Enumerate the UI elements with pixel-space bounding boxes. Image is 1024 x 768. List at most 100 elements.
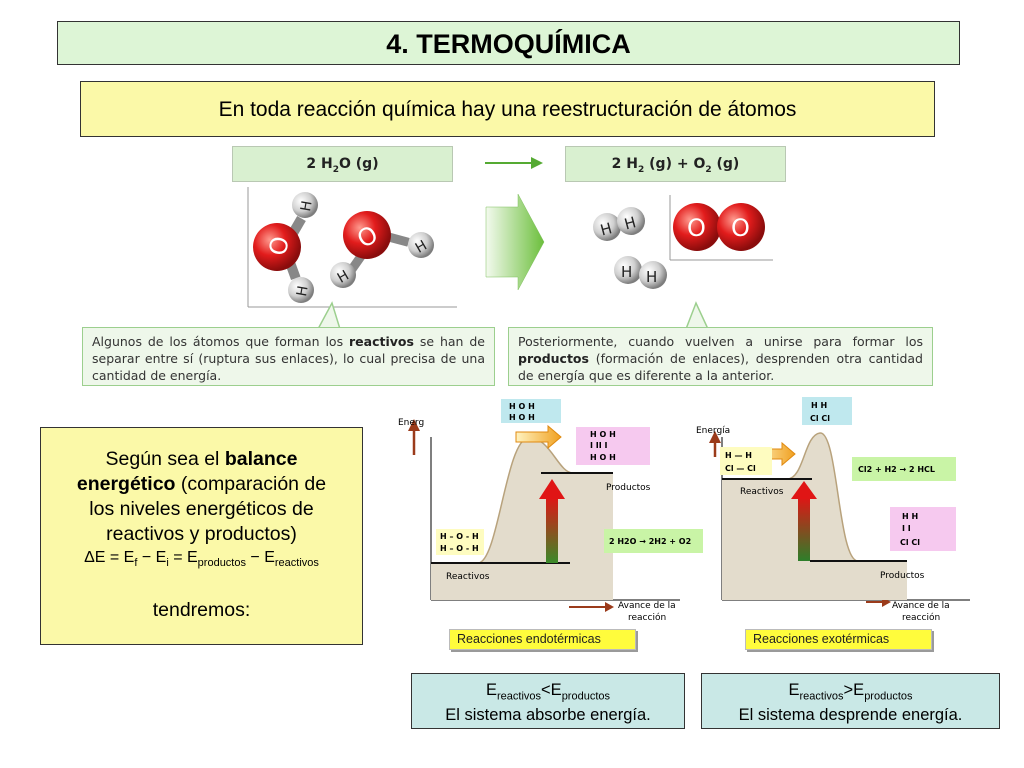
- oxygen-atom: [673, 203, 721, 251]
- intro-text: En toda reacción química hay una reestru…: [218, 98, 797, 121]
- callout-bold-text: reactivos: [349, 334, 414, 349]
- oxygen-atom: [253, 223, 301, 271]
- energy-balance-box: Según sea el balance energético (compara…: [40, 427, 363, 645]
- balance-bold-text: balance: [224, 448, 298, 470]
- summary-text: El sistema desprende energía.: [738, 706, 963, 725]
- eq-part: = E: [168, 549, 198, 566]
- page-title: 4. TERMOQUÍMICA: [386, 29, 631, 59]
- title-box: 4. TERMOQUÍMICA: [57, 21, 960, 65]
- endo-reactants-label: Reactivos: [446, 572, 490, 582]
- exo-product-formula: I I: [902, 524, 911, 533]
- summary-eq-sub: reactivos: [497, 690, 542, 703]
- summary-eq-part: E: [550, 681, 562, 699]
- balance-text: Según sea el: [105, 448, 225, 470]
- summary-text: El sistema absorbe energía.: [445, 706, 651, 725]
- products-formula-part: 2 H: [611, 156, 639, 172]
- callout-text: (formación de enlaces), desprenden otra …: [518, 351, 923, 383]
- reactants-formula-part: O (g): [339, 156, 379, 172]
- balance-line: reactivos y productos): [106, 523, 297, 545]
- hydrogen-atom: [614, 256, 642, 284]
- hydrogen-atom: [617, 207, 645, 235]
- hydrogen-atom: [330, 262, 356, 288]
- oxygen-label: O: [264, 234, 295, 257]
- hydrogen-label: H: [646, 268, 657, 286]
- exothermic-banner: Reacciones exotérmicas: [745, 629, 932, 650]
- endothermic-banner: Reacciones endotérmicas: [449, 629, 636, 650]
- oxygen-atom: [343, 211, 391, 259]
- callout-text: Posteriormente, cuando vuelven a unirse …: [518, 334, 923, 349]
- hydrogen-atom: [292, 192, 318, 218]
- eq-sub: i: [166, 557, 169, 570]
- oxygen-label: O: [687, 214, 706, 242]
- endo-x-axis-label-part: Avance de la: [618, 601, 676, 611]
- hydrogen-label: H: [621, 263, 632, 281]
- eq-sub: f: [134, 557, 138, 570]
- summary-eq-part: <: [541, 681, 551, 699]
- balance-bold-text: energético: [76, 473, 176, 495]
- hydrogen-atom: [593, 213, 621, 241]
- balance-line: los niveles energéticos de: [89, 498, 314, 520]
- endothermic-diagram: H O H H O H H O H I II I H O H H – O - H…: [398, 399, 703, 623]
- delta-e-equation: ΔE = Ef − Ei = Eproductos − Ereactivos: [41, 547, 362, 574]
- balance-text: (comparación de: [175, 473, 327, 495]
- products-formula-box: 2 H2 (g) + O2 (g): [565, 146, 786, 182]
- exo-equation: Cl2 + H2 → 2 HCL: [858, 465, 935, 474]
- endo-y-axis-label: Energ: [398, 418, 424, 428]
- eq-sub: reactivos: [274, 557, 319, 570]
- endo-reactant-formula: H – O - H: [440, 544, 479, 553]
- endo-products-label: Productos: [606, 483, 651, 493]
- hydrogen-atom: [639, 261, 667, 289]
- endo-product-formula: H O H: [590, 430, 616, 439]
- callout-pointer-left: [316, 301, 342, 330]
- endo-product-formula: H O H: [590, 453, 616, 462]
- summary-eq-part: E: [788, 681, 800, 699]
- eq-sub: productos: [197, 557, 246, 570]
- summary-eq-part: E: [485, 681, 497, 699]
- endo-top-formula: H O H: [509, 413, 535, 422]
- exo-reactants-label: Reactivos: [740, 487, 784, 497]
- hydrogen-label: H: [622, 213, 638, 233]
- hydrogen-atom: [408, 232, 434, 258]
- products-formula-part: (g): [711, 156, 740, 172]
- exo-x-axis-label-part: reacción: [902, 612, 940, 623]
- products-formula-sub: 2: [705, 164, 712, 175]
- reactants-formula-box: 2 H2O (g): [232, 146, 453, 182]
- exo-y-axis-label: Energía: [696, 426, 730, 436]
- summary-eq-part: >: [843, 681, 854, 699]
- exo-products-label: Productos: [880, 571, 925, 581]
- callout-reactants: Algunos de los átomos que forman los rea…: [82, 327, 495, 386]
- eq-part: − E: [245, 549, 275, 566]
- reactants-formula-part: 2 H: [306, 156, 333, 172]
- balance-line: tendremos:: [152, 599, 251, 622]
- balance-line: Según sea el balance: [41, 428, 362, 472]
- oxygen-label: O: [731, 214, 750, 242]
- endo-equation: 2 H2O → 2H2 + O2: [609, 537, 691, 546]
- oxygen-atom: [717, 203, 765, 251]
- hydrogen-atom: [288, 277, 314, 303]
- exo-top-formula: Cl Cl: [810, 414, 830, 423]
- callout-text: se han de separar entre sí (ruptura sus …: [92, 334, 485, 383]
- balance-line: energético (comparación de: [41, 472, 362, 497]
- callout-products: Posteriormente, cuando vuelven a unirse …: [508, 327, 933, 386]
- callout-bold-text: productos: [518, 351, 589, 366]
- exothermic-diagram: H H Cl Cl H — H Cl — Cl Cl2 + H2 → 2 HCL…: [696, 397, 970, 623]
- exo-product-formula: Cl Cl: [900, 538, 920, 547]
- callout-text: Algunos de los átomos que forman los: [92, 334, 349, 349]
- eq-part: ΔE = E: [84, 549, 135, 566]
- water-molecules-illustration: O H H O H H: [247, 187, 457, 308]
- exo-top-formula: H H: [811, 401, 827, 410]
- exothermic-summary-box: Ereactivos>Eproductos El sistema despren…: [701, 673, 1000, 729]
- hydrogen-label: H: [598, 219, 614, 239]
- eq-part: − E: [137, 549, 167, 566]
- summary-eq-sub: productos: [864, 690, 913, 703]
- summary-eq-part: E: [853, 681, 865, 699]
- hydrogen-label: H: [298, 199, 316, 212]
- summary-equation: Ereactivos<Eproductos: [412, 682, 684, 705]
- endo-reactant-formula: H – O - H: [440, 532, 479, 541]
- endo-x-axis-label-part: reacción: [628, 612, 666, 623]
- endo-top-formula: H O H: [509, 402, 535, 411]
- exo-product-formula: H H: [902, 512, 918, 521]
- transformation-arrow-icon: [485, 193, 545, 291]
- product-molecules-illustration: H H H H O O: [593, 195, 773, 289]
